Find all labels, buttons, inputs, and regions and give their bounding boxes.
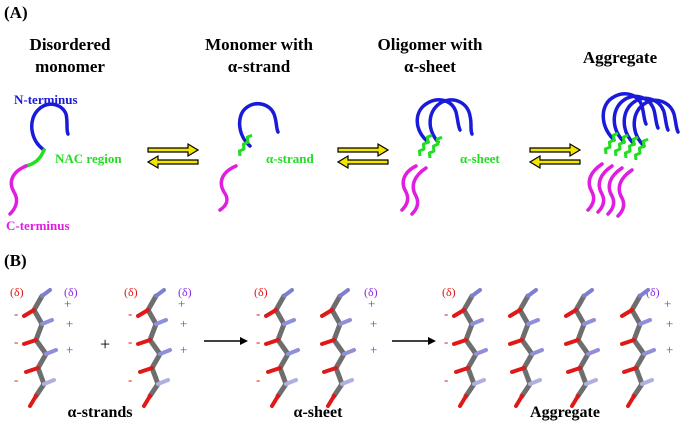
alpha-sheet-caption: α-sheet bbox=[294, 404, 344, 421]
stage-2-title-line2: α-strand bbox=[228, 57, 291, 76]
stage-3-title-line1: Oligomer with bbox=[378, 35, 484, 54]
stage-4-title: Aggregate bbox=[583, 48, 658, 67]
plus-sign: + bbox=[66, 342, 73, 357]
minus-sign: - bbox=[444, 372, 448, 387]
alpha-strand-label: α-strand bbox=[266, 151, 314, 166]
panel-b-label: (B) bbox=[4, 251, 27, 270]
minus-sign: - bbox=[128, 372, 132, 387]
minus-sign: - bbox=[444, 306, 448, 321]
alpha-sheet-label: α-sheet bbox=[460, 151, 500, 166]
minus-sign: - bbox=[256, 334, 260, 349]
alpha-strand-model bbox=[138, 290, 170, 406]
stage-2-title-line1: Monomer with bbox=[205, 35, 313, 54]
alpha-strands-caption: α-strands bbox=[68, 404, 133, 421]
alpha-strand-model bbox=[622, 290, 654, 406]
alpha-strand-model bbox=[266, 290, 298, 406]
alpha-strand-model bbox=[322, 290, 354, 406]
c-terminus-label: C-terminus bbox=[6, 218, 70, 233]
plus-sign: + bbox=[178, 296, 185, 311]
plus-sign: + bbox=[180, 316, 187, 331]
plus-sign: + bbox=[370, 342, 377, 357]
minus-sign: - bbox=[444, 334, 448, 349]
alpha-strand-model bbox=[24, 290, 56, 406]
plus-sign: + bbox=[64, 296, 71, 311]
minus-sign: - bbox=[14, 372, 18, 387]
minus-sign: - bbox=[256, 372, 260, 387]
delta-positive: (δ) bbox=[178, 285, 192, 299]
delta-positive: (δ) bbox=[64, 285, 78, 299]
aggregate-group: (δ) (δ) - - - + + + bbox=[442, 285, 673, 406]
stage-1-title-line1: Disordered bbox=[30, 35, 111, 54]
delta-positive: (δ) bbox=[364, 285, 378, 299]
oligomer-with-alpha-sheet bbox=[400, 98, 474, 216]
delta-negative: (δ) bbox=[442, 285, 456, 299]
stage-3-title-line2: α-sheet bbox=[404, 57, 456, 76]
minus-sign: - bbox=[256, 306, 260, 321]
alpha-strand-model bbox=[510, 290, 542, 406]
plus-sign: + bbox=[666, 316, 673, 331]
stage-1-title-line2: monomer bbox=[35, 57, 105, 76]
plus-sign: + bbox=[180, 342, 187, 357]
equilibrium-arrow-1 bbox=[147, 143, 199, 169]
alpha-strands-group: (δ) (δ) - - - + + + + (δ) (δ) - - - + + … bbox=[10, 285, 192, 406]
plus-operator: + bbox=[100, 334, 110, 354]
delta-negative: (δ) bbox=[10, 285, 24, 299]
minus-sign: - bbox=[128, 306, 132, 321]
reaction-arrow-2 bbox=[392, 337, 436, 345]
aggregate bbox=[586, 92, 680, 218]
reaction-arrow-1 bbox=[204, 337, 248, 345]
nac-region-label: NAC region bbox=[55, 151, 122, 166]
disordered-monomer bbox=[8, 102, 70, 216]
alpha-sheet-group: (δ) (δ) - - - + + + bbox=[254, 285, 378, 406]
alpha-strand-model bbox=[566, 290, 598, 406]
minus-sign: - bbox=[14, 334, 18, 349]
delta-positive: (δ) bbox=[646, 285, 660, 299]
plus-sign: + bbox=[370, 316, 377, 331]
delta-negative: (δ) bbox=[124, 285, 138, 299]
equilibrium-arrow-2 bbox=[337, 143, 389, 169]
panel-a-label: (A) bbox=[4, 3, 28, 22]
plus-sign: + bbox=[664, 296, 671, 311]
aggregate-caption: Aggregate bbox=[530, 404, 600, 421]
plus-sign: + bbox=[368, 296, 375, 311]
delta-negative: (δ) bbox=[254, 285, 268, 299]
equilibrium-arrow-3 bbox=[529, 143, 581, 169]
minus-sign: - bbox=[14, 306, 18, 321]
plus-sign: + bbox=[66, 316, 73, 331]
monomer-with-alpha-strand bbox=[218, 102, 280, 212]
minus-sign: - bbox=[128, 334, 132, 349]
n-terminus-label: N-terminus bbox=[14, 92, 78, 107]
plus-sign: + bbox=[666, 342, 673, 357]
alpha-strand-model bbox=[454, 290, 486, 406]
